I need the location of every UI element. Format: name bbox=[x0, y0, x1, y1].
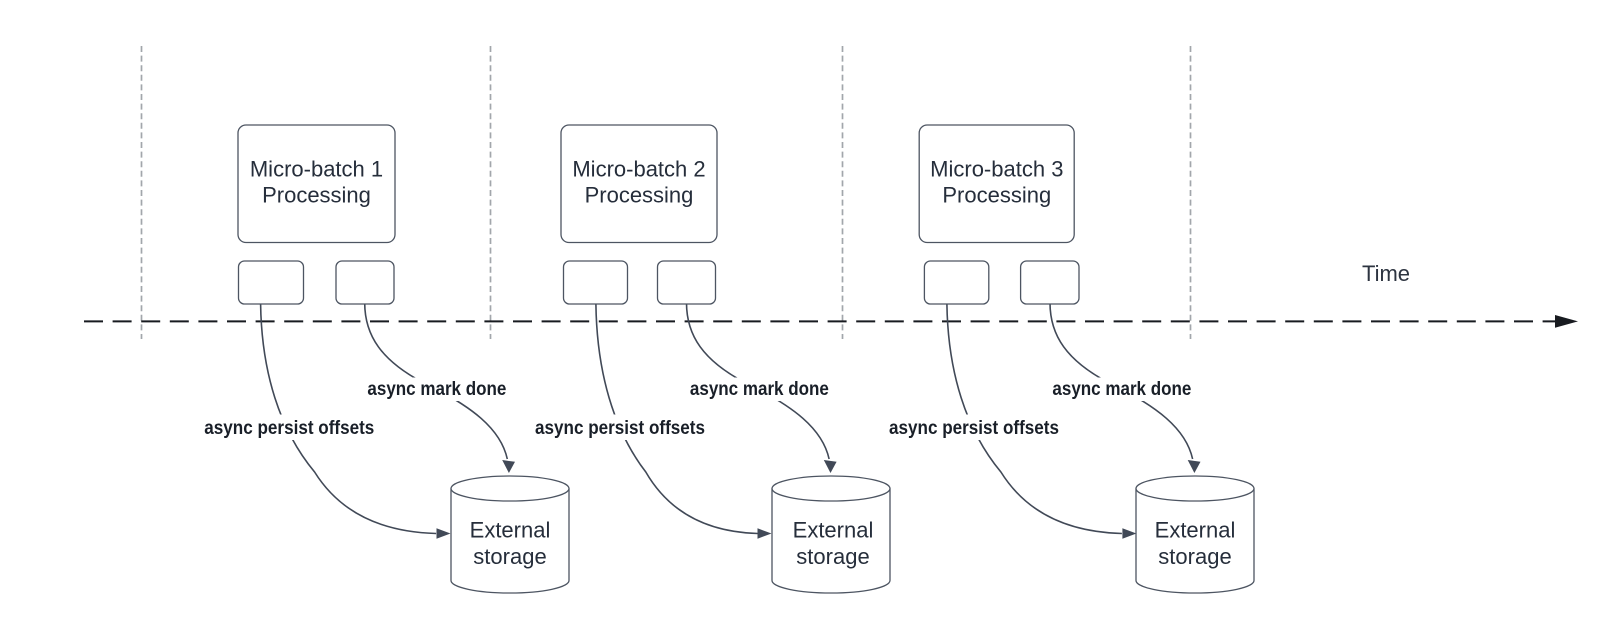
svg-text:async persist offsets: async persist offsets bbox=[204, 418, 374, 439]
svg-text:Micro-batch 1: Micro-batch 1 bbox=[250, 157, 383, 182]
svg-text:async persist offsets: async persist offsets bbox=[889, 418, 1059, 439]
svg-text:Time: Time bbox=[1362, 261, 1410, 286]
svg-text:async persist offsets: async persist offsets bbox=[535, 418, 705, 439]
svg-text:Processing: Processing bbox=[942, 183, 1051, 208]
svg-text:Micro-batch 3: Micro-batch 3 bbox=[930, 157, 1063, 182]
svg-text:External: External bbox=[1155, 518, 1236, 543]
svg-text:storage: storage bbox=[473, 544, 546, 569]
svg-text:External: External bbox=[470, 518, 551, 543]
svg-text:async mark done: async mark done bbox=[367, 379, 506, 400]
svg-text:Processing: Processing bbox=[262, 183, 371, 208]
svg-text:async mark done: async mark done bbox=[690, 379, 829, 400]
svg-text:async mark done: async mark done bbox=[1052, 379, 1191, 400]
svg-text:Processing: Processing bbox=[585, 183, 694, 208]
svg-text:storage: storage bbox=[796, 544, 869, 569]
svg-text:storage: storage bbox=[1158, 544, 1231, 569]
svg-text:Micro-batch 2: Micro-batch 2 bbox=[572, 157, 705, 182]
svg-text:External: External bbox=[793, 518, 874, 543]
